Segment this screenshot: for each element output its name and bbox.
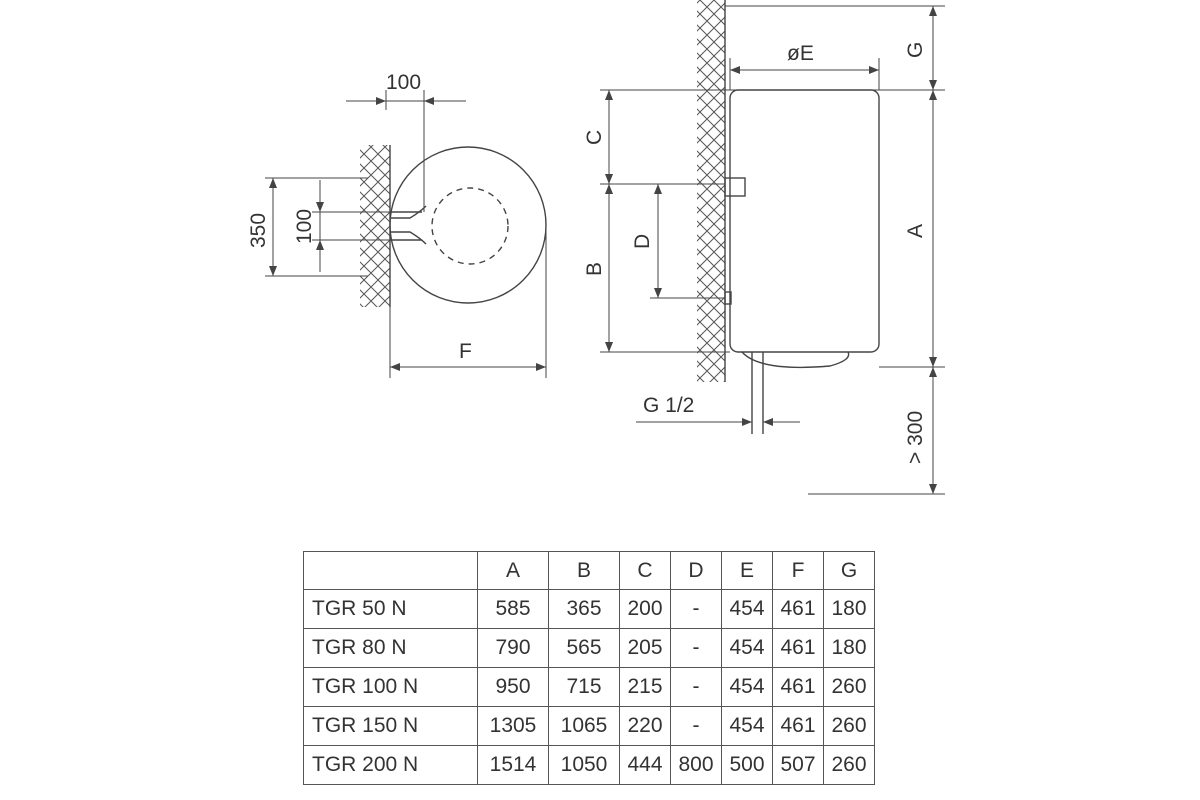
table-header-cell: B [548,551,620,590]
table-cell: 790 [477,628,549,668]
table-cell: 215 [619,667,671,707]
table-cell: 1050 [548,745,620,785]
table-cell: 220 [619,706,671,746]
table-cell: 507 [772,745,824,785]
table-cell: 260 [823,745,875,785]
top-view: 100 350 100 F [247,71,547,378]
table-cell: 454 [721,589,773,629]
dim-F-label: F [459,340,472,363]
table-cell: 715 [548,667,620,707]
dim-C-label: C [583,130,606,145]
table-cell: - [670,628,722,668]
wall-hatch-side-view [697,0,725,382]
dim-clearance-label: > 300 [904,411,927,464]
dim-B-label: B [583,262,606,276]
dim-E-label: øE [787,42,814,65]
table-cell: 454 [721,628,773,668]
pipe-size-label: G 1/2 [643,394,694,417]
table-row: TGR 150 N 1305 1065 220 - 454 461 260 [303,706,875,746]
dim-D-label: D [631,234,654,249]
table-cell: - [670,706,722,746]
table-cell: 180 [823,589,875,629]
table-cell: TGR 200 N [303,745,478,785]
table-row: TGR 50 N 585 365 200 - 454 461 180 [303,589,875,629]
table-cell: TGR 150 N [303,706,478,746]
dim-G-label: G [904,42,927,58]
table-row: TGR 200 N 1514 1050 444 800 500 507 260 [303,745,875,785]
table-cell: 180 [823,628,875,668]
table-header-cell: F [772,551,824,590]
table-cell: 461 [772,628,824,668]
table-header-cell [303,551,478,590]
table-cell: 500 [721,745,773,785]
table-header-cell: A [477,551,549,590]
table-cell: 444 [619,745,671,785]
table-cell: TGR 80 N [303,628,478,668]
table-cell: 461 [772,589,824,629]
flange-dashed-circle [431,187,509,265]
dim-100-side-label: 100 [293,209,316,244]
table-header-cell: D [670,551,722,590]
table-row: TGR 80 N 790 565 205 - 454 461 180 [303,628,875,668]
table-cell: 800 [670,745,722,785]
table-header-row: A B C D E F G [303,551,875,590]
table-row: TGR 100 N 950 715 215 - 454 461 260 [303,667,875,707]
table-cell: TGR 50 N [303,589,478,629]
table-cell: 565 [548,628,620,668]
table-cell: 1065 [548,706,620,746]
tank-outline-top [389,146,547,304]
table-header-cell: C [619,551,671,590]
table-cell: 365 [548,589,620,629]
table-header-cell: E [721,551,773,590]
dim-350-label: 350 [247,213,270,248]
table-cell: 205 [619,628,671,668]
table-cell: 1305 [477,706,549,746]
dim-100-top-label: 100 [386,71,421,94]
table-cell: 461 [772,706,824,746]
tank-body-side [729,89,880,353]
table-cell: - [670,589,722,629]
table-cell: 950 [477,667,549,707]
table-cell: 585 [477,589,549,629]
table-cell: 461 [772,667,824,707]
table-cell: TGR 100 N [303,667,478,707]
table-cell: 454 [721,706,773,746]
table-cell: 454 [721,667,773,707]
side-view: øE G A > 300 C B [583,0,945,495]
dim-A-label: A [904,224,927,238]
dimensions-table: A B C D E F G TGR 50 N 585 365 200 - 454… [303,551,875,785]
table-cell: 1514 [477,745,549,785]
table-cell: 200 [619,589,671,629]
table-cell: - [670,667,722,707]
table-header-cell: G [823,551,875,590]
table-cell: 260 [823,706,875,746]
wall-hatch-top-view [360,145,390,307]
table-cell: 260 [823,667,875,707]
